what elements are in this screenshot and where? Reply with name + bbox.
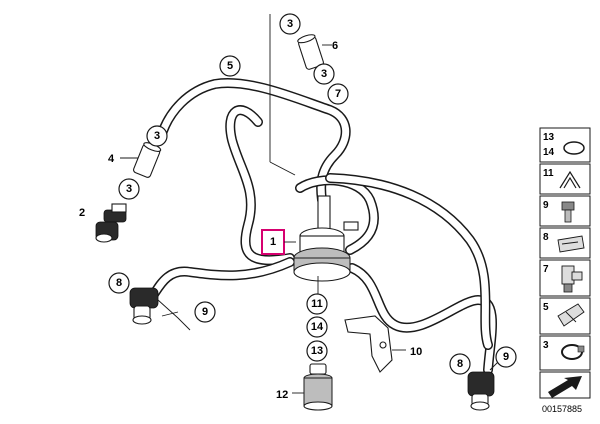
connector-part-2: [95, 203, 127, 243]
parts-legend: 13 14 11 9 8 7 5 3: [539, 127, 591, 414]
connector-part-8-left: [129, 287, 159, 325]
callout-3: 3: [321, 68, 327, 80]
sleeve-part-4: [133, 142, 162, 178]
callout-12: 12: [276, 389, 288, 401]
callout-10: 10: [410, 346, 422, 358]
retainer-icon: [557, 235, 585, 253]
callout-3: 3: [154, 130, 160, 142]
callout-7: 7: [335, 88, 341, 100]
callout-9: 9: [503, 351, 509, 363]
leader-line: [489, 361, 499, 371]
legend-label-14: 14: [543, 147, 555, 158]
central-valve: [293, 195, 359, 282]
callout-6: 6: [332, 40, 338, 52]
hose-clamp-icon: [561, 344, 585, 360]
callouts: 3 6 3 7 5 3 4 3 2 1 8 9 11 14 13 10 12 8…: [79, 13, 517, 401]
callout-5: 5: [227, 60, 233, 72]
callout-13: 13: [311, 345, 323, 357]
hose-network: [145, 78, 497, 375]
callout-2: 2: [79, 207, 85, 219]
leader-line: [269, 161, 296, 176]
clip-icon: [559, 170, 581, 189]
bracket-part-10: [344, 315, 393, 373]
legend-label-7: 7: [543, 264, 549, 275]
damper-part-12: [303, 363, 333, 411]
legend-label-9: 9: [543, 200, 549, 211]
direction-arrow-icon: [548, 376, 582, 398]
connector-part-8-right: [467, 371, 495, 411]
callout-3: 3: [287, 18, 293, 30]
figure-id: 00157885: [542, 404, 582, 414]
legend-label-11: 11: [543, 168, 554, 179]
screw-icon: [561, 201, 575, 223]
callout-1: 1: [270, 236, 276, 248]
callout-14: 14: [311, 321, 324, 333]
callout-4: 4: [108, 153, 115, 165]
callout-8: 8: [457, 358, 463, 370]
legend-label-8: 8: [543, 232, 549, 243]
callout-8: 8: [116, 277, 122, 289]
callout-11: 11: [311, 298, 323, 310]
bracket-clip-icon: [557, 303, 585, 327]
sleeve-part-6: [297, 34, 324, 70]
leader-line: [157, 299, 191, 331]
legend-label-5: 5: [543, 302, 549, 313]
legend-label-13: 13: [543, 132, 555, 143]
o-ring-icon: [563, 141, 585, 155]
callout-3: 3: [126, 183, 132, 195]
elbow-connector-icon: [561, 265, 583, 293]
callout-9: 9: [202, 306, 208, 318]
legend-label-3: 3: [543, 340, 549, 351]
